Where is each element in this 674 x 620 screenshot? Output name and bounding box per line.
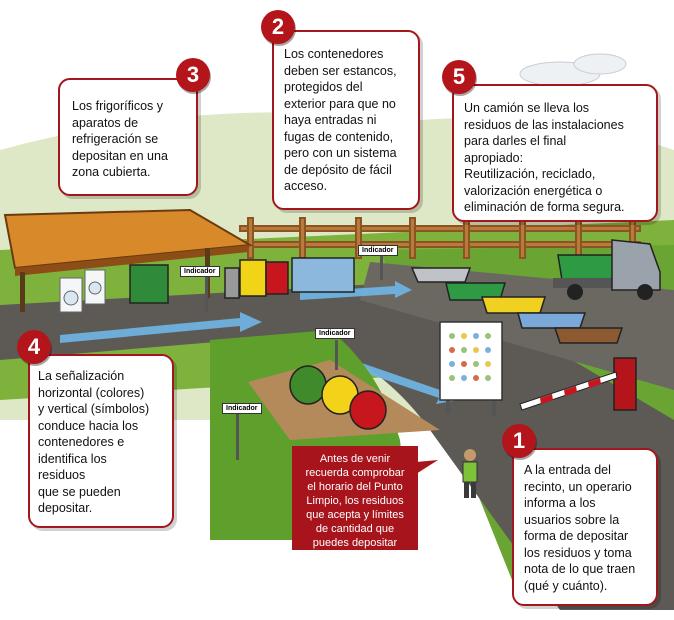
indicator-sign: Indicador bbox=[180, 266, 220, 277]
badge-4: 4 bbox=[17, 330, 51, 364]
igloo-containers bbox=[289, 365, 387, 430]
badge-3: 3 bbox=[176, 58, 210, 92]
callout-2-text: Los contenedores deben ser estancos, pro… bbox=[284, 47, 397, 193]
indicator-sign: Indicador bbox=[222, 403, 262, 414]
callout-3: Los frigoríficos y aparatos de refrigera… bbox=[58, 78, 198, 196]
indicator-sign: Indicador bbox=[358, 245, 398, 256]
operator-figure bbox=[462, 449, 478, 498]
callout-2: Los contenedores deben ser estancos, pro… bbox=[272, 30, 420, 210]
information-board bbox=[439, 321, 503, 416]
callout-5-text: Un camión se lleva los residuos de las i… bbox=[464, 101, 625, 214]
refrigerators bbox=[59, 269, 106, 313]
reminder-note: Antes de venir recuerda comprobar el hor… bbox=[292, 446, 418, 550]
callout-4-text: La señalización horizontal (colores) y v… bbox=[38, 369, 150, 515]
callout-3-text: Los frigoríficos y aparatos de refrigera… bbox=[72, 99, 168, 179]
callout-1-text: A la entrada del recinto, un operario in… bbox=[524, 463, 636, 593]
reminder-pointer bbox=[416, 460, 438, 474]
callout-1: A la entrada del recinto, un operario in… bbox=[512, 448, 658, 606]
badge-5: 5 bbox=[442, 60, 476, 94]
badge-1: 1 bbox=[502, 424, 536, 458]
callout-4: La señalización horizontal (colores) y v… bbox=[28, 354, 174, 528]
indicator-sign: Indicador bbox=[315, 328, 355, 339]
skip-containers bbox=[410, 267, 624, 344]
callout-5: Un camión se lleva los residuos de las i… bbox=[452, 84, 658, 222]
truck bbox=[553, 239, 661, 300]
entrance-barrier bbox=[519, 357, 637, 411]
badge-2: 2 bbox=[261, 10, 295, 44]
back-containers bbox=[129, 257, 355, 304]
fence bbox=[239, 217, 641, 259]
